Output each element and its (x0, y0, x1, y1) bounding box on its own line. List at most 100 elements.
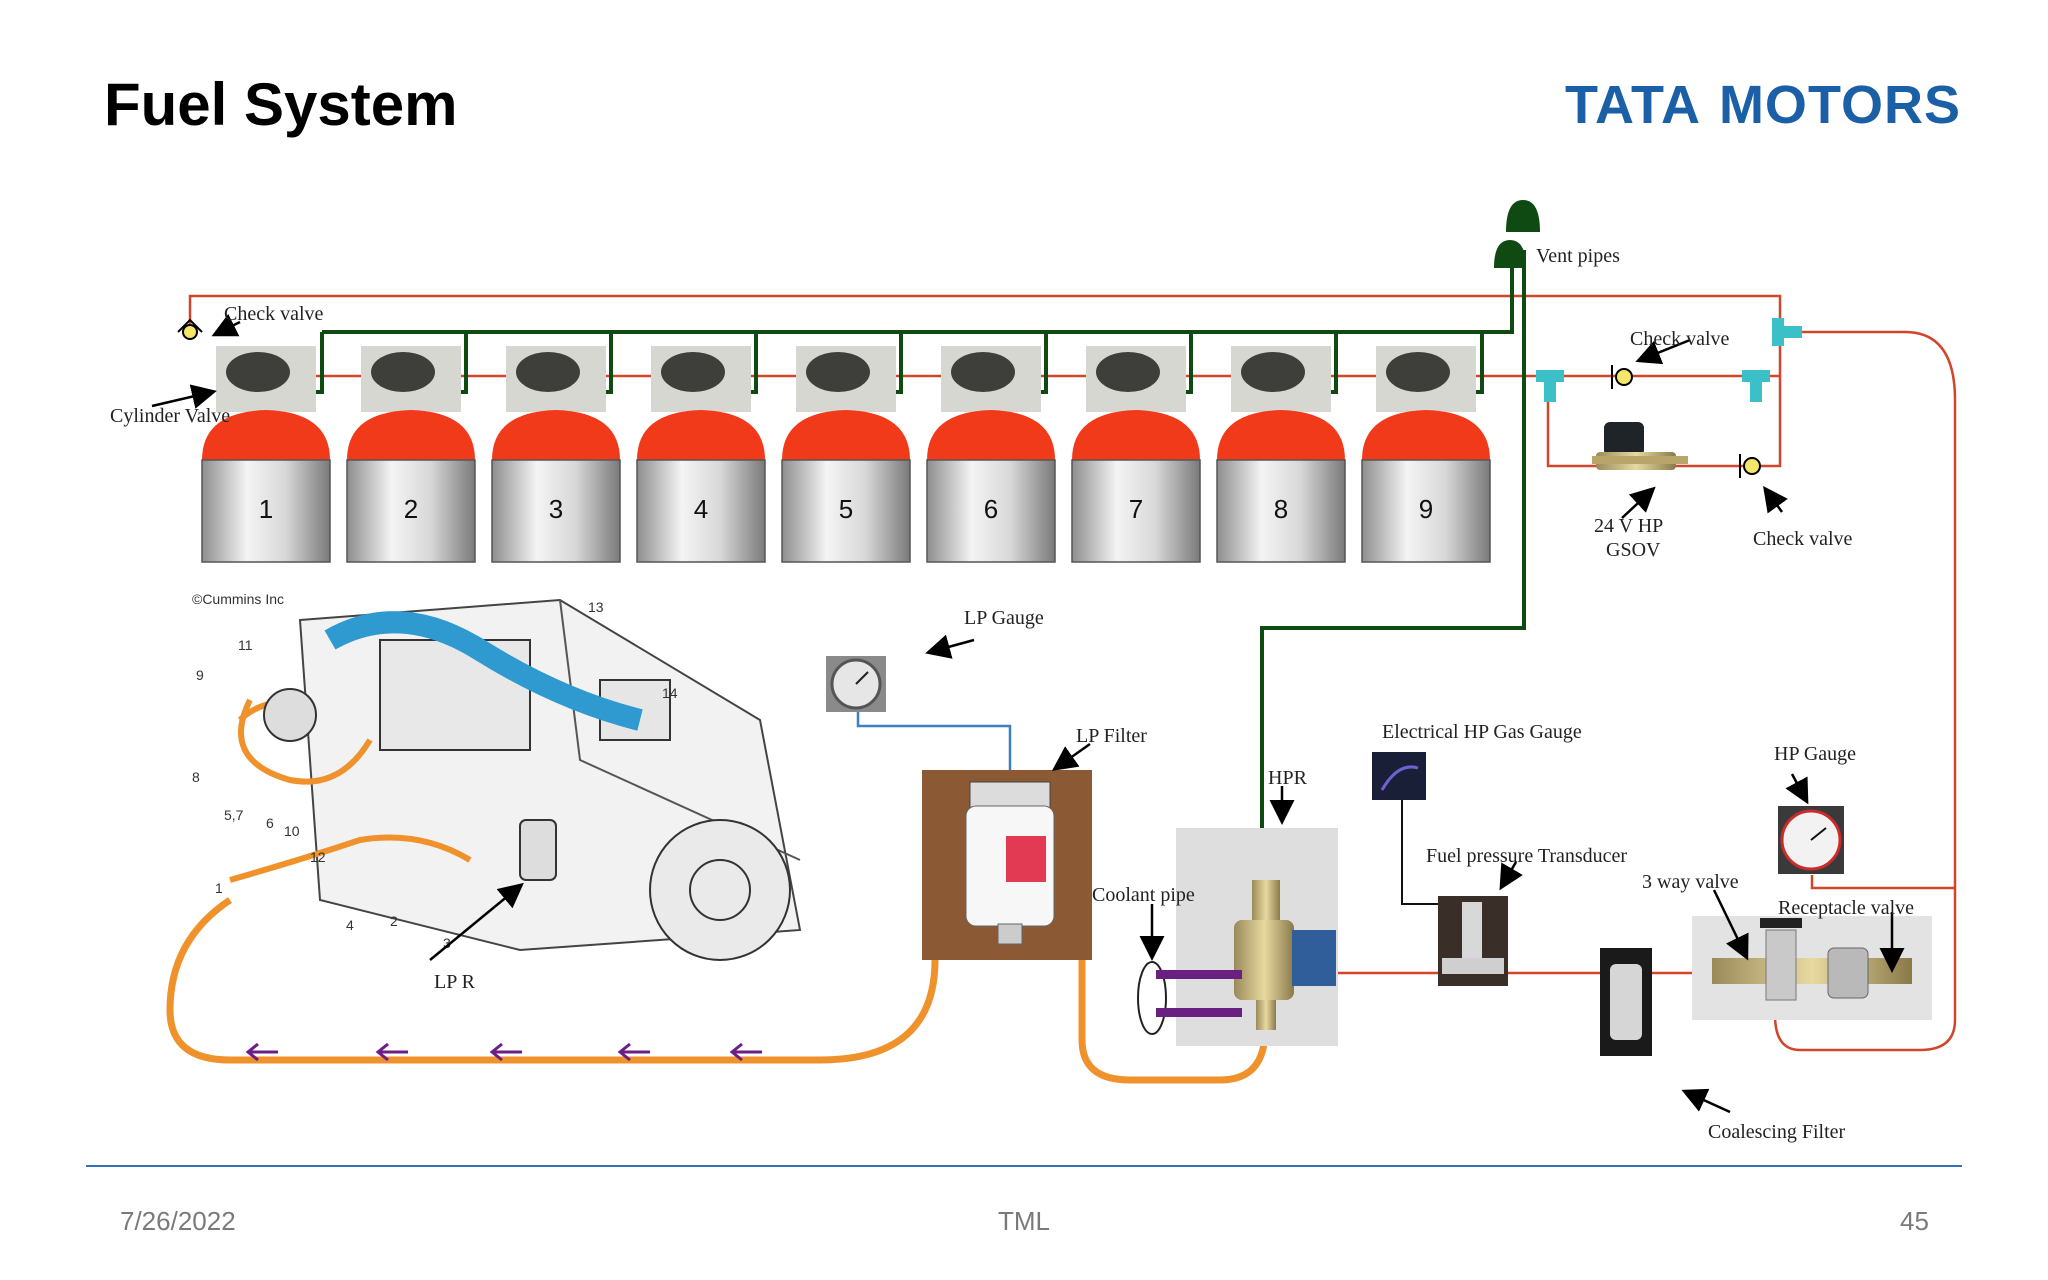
cylinder-number: 3 (549, 494, 563, 524)
engine-callout: 11 (238, 637, 253, 653)
engine-callout: 5,7 (224, 807, 244, 823)
cylinder-top-icon (782, 410, 910, 460)
check-valve-right-bottom-label: Check valve (1753, 528, 1853, 550)
engine-callout: 1 (215, 880, 223, 896)
gas-cylinder: 3 (491, 346, 621, 563)
cylinder-top-icon (927, 410, 1055, 460)
vent-header-line (322, 250, 1514, 334)
valve-knob-icon (371, 352, 435, 392)
cylinder-number: 4 (694, 494, 708, 524)
cylinder-number: 5 (839, 494, 853, 524)
vent-pipe-caps (1494, 200, 1540, 268)
hp-right-loop (1773, 330, 1957, 1052)
cylinder-body (1071, 459, 1201, 563)
valve-knob-icon (1386, 352, 1450, 392)
gas-cylinder: 9 (1361, 346, 1491, 563)
coalescing-filter-icon (1600, 948, 1652, 1056)
cylinder-body (781, 459, 911, 563)
cylinder-number: 6 (984, 494, 998, 524)
cylinder-body (1361, 459, 1491, 563)
cylinder-number: 1 (259, 494, 273, 524)
gas-cylinder: 7 (1071, 346, 1201, 563)
engine-callout: 9 (196, 667, 204, 683)
three-way-valve-icon (1692, 916, 1932, 1020)
engine-callout: 2 (390, 913, 398, 929)
lp-filter-label: LP Filter (1076, 725, 1147, 747)
check-valve-left-label: Check valve (224, 303, 324, 325)
tee-fittings (1536, 318, 1802, 402)
cylinder-body (636, 459, 766, 563)
fuel-pressure-transducer-icon (1438, 896, 1508, 986)
engine-callout: 6 (266, 815, 274, 831)
gas-cylinder: 6 (926, 346, 1056, 563)
callout-arrows (151, 313, 1905, 1114)
engine-callout: 3 (443, 935, 451, 951)
cylinder-bank: 1 2 3 4 5 6 7 8 9 (201, 346, 1491, 563)
vent-down-line (1260, 250, 1526, 890)
hpr-label: HPR (1268, 767, 1308, 789)
engine-callout: 10 (284, 823, 300, 839)
lp-gauge-icon (826, 656, 886, 712)
lp-gauge-line (856, 712, 1012, 772)
cylinder-top-icon (202, 410, 330, 460)
hp-gauge-label: HP Gauge (1774, 743, 1856, 765)
fuel-pressure-transducer-label: Fuel pressure Transducer (1426, 845, 1627, 867)
coolant-pipe-label: Coolant pipe (1092, 884, 1195, 906)
diagram-labels: Check valve Cylinder Valve Vent pipes Ch… (110, 245, 1914, 1143)
cylinder-number: 7 (1129, 494, 1143, 524)
lp-coolant-loop (1078, 885, 1269, 1084)
gsov-label-line2: GSOV (1606, 539, 1661, 561)
electrical-gauge-wire (1401, 800, 1440, 905)
valve-knob-icon (516, 352, 580, 392)
valve-knob-icon (951, 352, 1015, 392)
lp-r-label: LP R (434, 971, 476, 993)
cylinder-number: 8 (1274, 494, 1288, 524)
engine-callout: 12 (310, 849, 326, 865)
lp-flow-arrows (245, 1042, 762, 1062)
check-valve-right-top-icon (1611, 365, 1633, 389)
gsov-solenoid-icon (1592, 422, 1688, 470)
tata-motors-logo: TATA MOTORS (1565, 74, 1961, 136)
engine-illustration: ©Cummins Inc 11 9 8 5,7 6 10 12 1 4 2 3 … (188, 591, 814, 961)
gas-cylinder: 2 (346, 346, 476, 563)
check-valve-right-bottom-icon (1739, 454, 1761, 478)
engine-callout: 4 (346, 917, 354, 933)
lp-filter-icon (922, 770, 1092, 960)
gas-cylinder: 5 (781, 346, 911, 563)
cylinder-number: 2 (404, 494, 418, 524)
engine-callout: 13 (588, 599, 604, 615)
hp-gauge-line (1810, 875, 1955, 890)
coalescing-filter-label: Coalescing Filter (1708, 1121, 1846, 1143)
check-valve-left-icon (177, 318, 203, 340)
cylinder-top-icon (492, 410, 620, 460)
gas-cylinder: 4 (636, 346, 766, 563)
lp-gauge-label: LP Gauge (964, 607, 1044, 629)
cylinder-top-icon (1072, 410, 1200, 460)
gas-cylinder: 8 (1216, 346, 1346, 563)
cylinder-body (346, 459, 476, 563)
cylinder-body (926, 459, 1056, 563)
cylinder-top-icon (637, 410, 765, 460)
valve-knob-icon (1096, 352, 1160, 392)
footer-center: TML (998, 1206, 1050, 1236)
check-valve-right-top-label: Check valve (1630, 328, 1730, 350)
brand-word-1: TATA (1565, 75, 1701, 135)
cylinder-top-icon (347, 410, 475, 460)
brand-word-2: MOTORS (1718, 75, 1961, 135)
lp-return-line (166, 897, 939, 1064)
cylinder-top-icon (1217, 410, 1345, 460)
engine-callout: 8 (192, 769, 200, 785)
valve-knob-icon (806, 352, 870, 392)
cylinder-top-icon (1362, 410, 1490, 460)
footer-page-number: 45 (1900, 1206, 1929, 1236)
coolant-pipe-icon (1137, 961, 1242, 1035)
footer-divider (86, 1165, 1962, 1167)
page-title: Fuel System (104, 71, 458, 138)
footer-date: 7/26/2022 (120, 1206, 236, 1236)
hp-gauge-icon (1778, 806, 1844, 874)
cylinder-valve-label: Cylinder Valve (110, 405, 230, 427)
gsov-label-line1: 24 V HP (1594, 515, 1663, 537)
valve-knob-icon (661, 352, 725, 392)
cylinder-body (491, 459, 621, 563)
